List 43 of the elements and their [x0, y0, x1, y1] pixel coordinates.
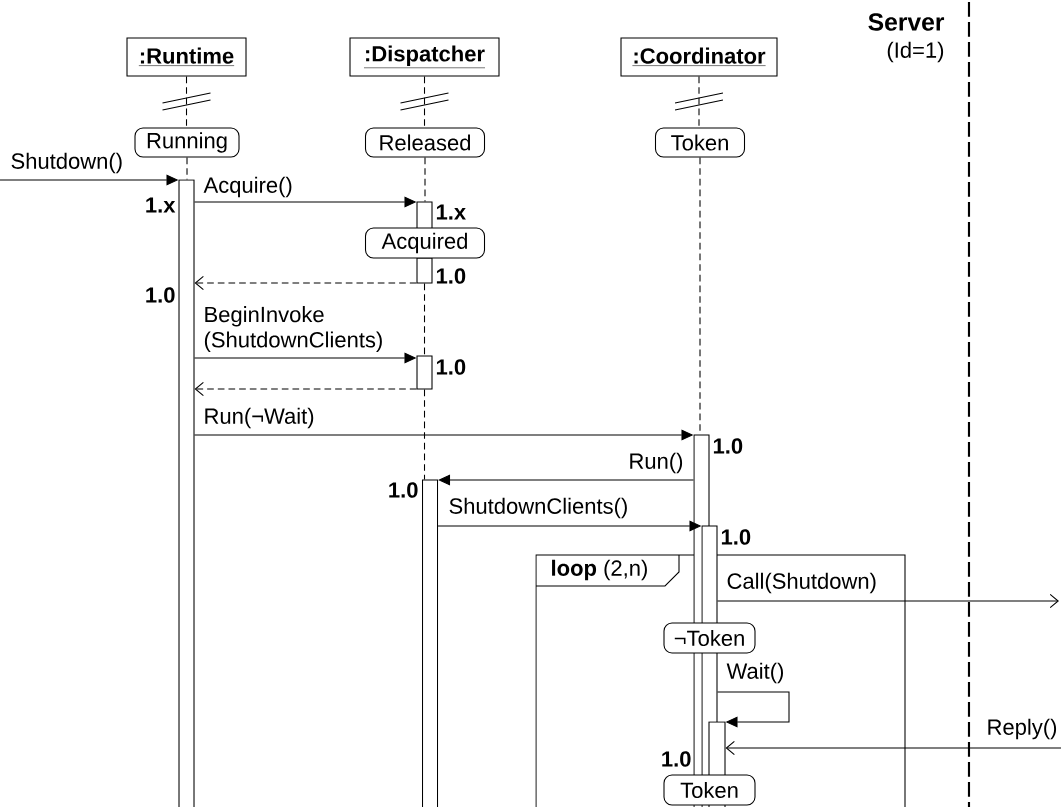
- activation-bar: [178, 179, 195, 807]
- message-label: Call(Shutdown): [727, 572, 876, 594]
- server-label: (Id=1): [887, 41, 944, 63]
- lifeline-header: :Runtime: [126, 37, 247, 77]
- message-arrow: [717, 593, 1059, 609]
- message-label: Reply(): [988, 718, 1057, 740]
- message-label: BeginInvoke (ShutdownClients): [204, 306, 382, 352]
- message-arrow: [725, 740, 1061, 756]
- return-arrow: [194, 381, 417, 397]
- message-arrow: [438, 474, 694, 486]
- lifeline: [423, 76, 426, 128]
- activation-bar: [416, 355, 433, 390]
- activation-number: 1.0: [662, 751, 691, 767]
- return-arrow: [194, 275, 417, 291]
- lifeline-header: :Coordinator: [620, 37, 778, 77]
- activation-number: 1.0: [146, 287, 175, 303]
- message-label: Acquire(): [203, 176, 292, 198]
- lifeline: [698, 76, 700, 128]
- message-label: Run(¬Wait): [205, 407, 314, 429]
- activation-number: 1.x: [146, 197, 176, 213]
- activation-bar: [421, 479, 439, 807]
- lifeline: [186, 157, 188, 180]
- message-label: Run(): [630, 452, 683, 474]
- lifeline: [424, 157, 426, 202]
- lifeline: [185, 76, 188, 128]
- state-box: Released: [364, 127, 486, 158]
- activation-bar: [416, 257, 433, 284]
- activation-number: 1.0: [436, 359, 466, 375]
- activation-number: 1.0: [436, 268, 466, 284]
- state-box: ¬Token: [663, 622, 756, 654]
- activation-number: 1.0: [721, 529, 751, 545]
- message-arrow: [717, 691, 790, 728]
- state-box: Running: [134, 127, 240, 158]
- server-label: Server: [868, 13, 945, 31]
- lifeline: [423, 389, 426, 480]
- message-label: Shutdown(): [11, 152, 122, 174]
- activation-number: 1.x: [436, 204, 466, 220]
- activation-number: 1.0: [389, 482, 418, 498]
- message-label: Wait(): [726, 662, 783, 684]
- activation-number: 1.0: [713, 438, 743, 454]
- state-box: Token: [654, 127, 746, 158]
- message-label: ShutdownClients(): [449, 497, 627, 519]
- lifeline-header: :Dispatcher: [349, 37, 500, 77]
